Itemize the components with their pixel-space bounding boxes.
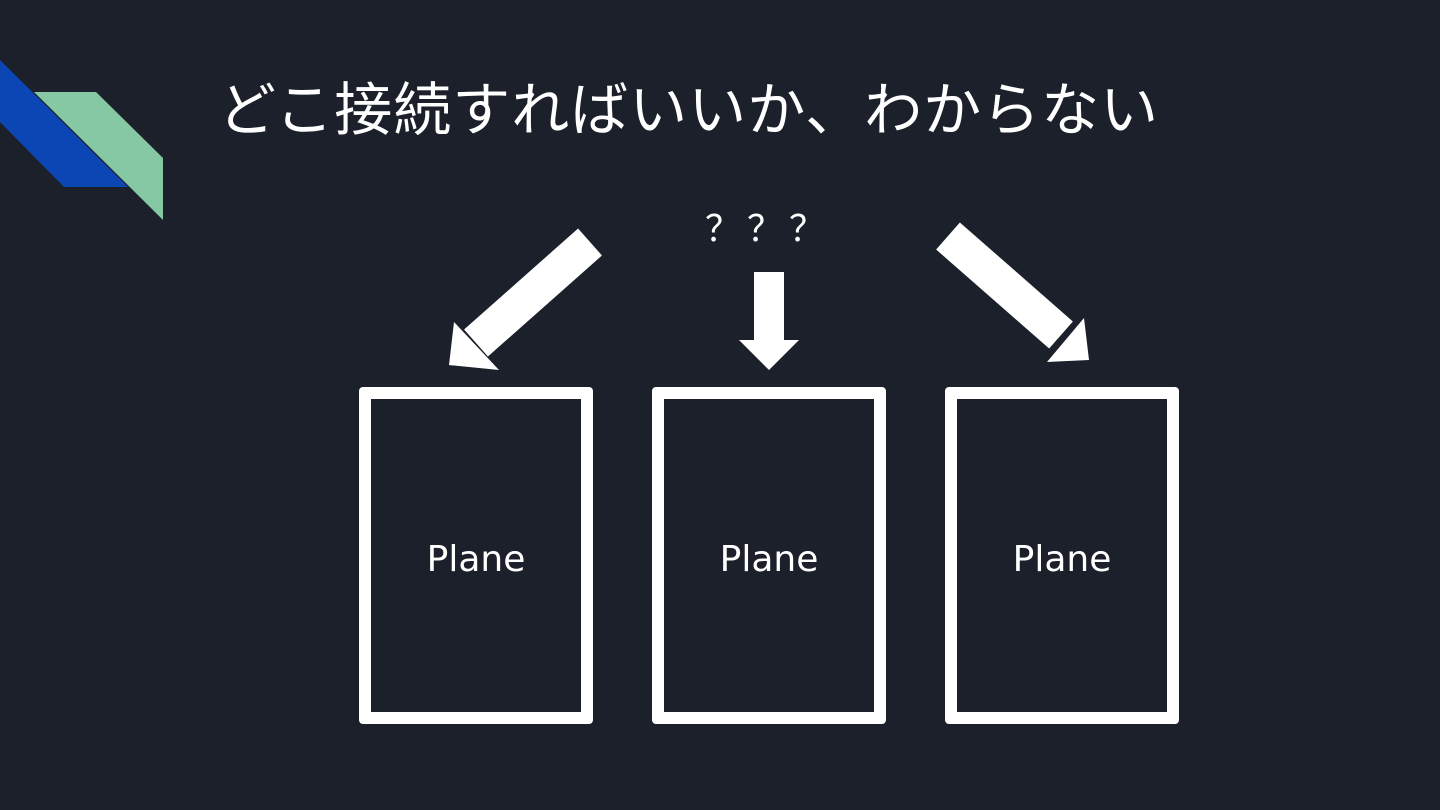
decor-green-stripe <box>34 92 163 220</box>
plane-box-label: Plane <box>1012 539 1112 580</box>
question-marks: ？？？ <box>704 209 831 250</box>
plane-box-3: Plane <box>945 387 1179 724</box>
arrow-down-right-icon <box>936 222 1089 362</box>
plane-box-1: Plane <box>359 387 593 724</box>
plane-box-label: Plane <box>426 539 526 580</box>
arrow-down-left-icon <box>449 228 602 370</box>
decor-blue-stripe <box>0 60 128 187</box>
corner-decoration <box>0 60 163 220</box>
slide-title: どこ接続すればいいか、わからない <box>218 76 1160 144</box>
plane-box-2: Plane <box>652 387 886 724</box>
plane-box-label: Plane <box>719 539 819 580</box>
arrow-down-icon <box>739 272 799 370</box>
